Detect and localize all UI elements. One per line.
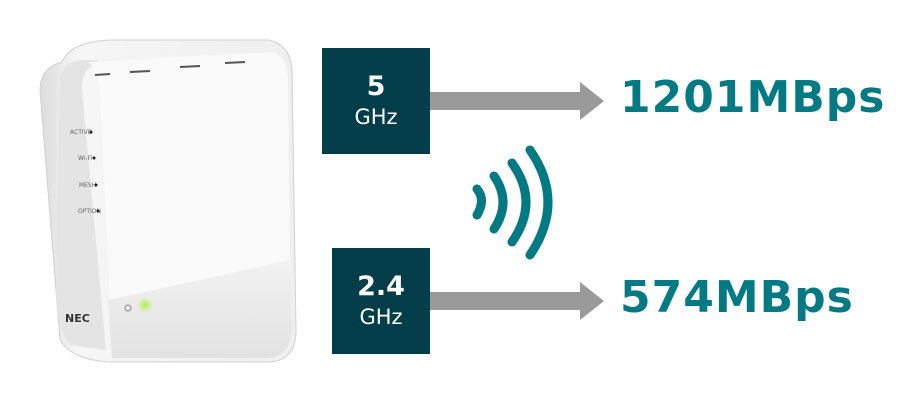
band-frequency: 2.4 <box>357 271 405 302</box>
indicator-option: OPTION <box>78 208 101 215</box>
speed-2-4ghz: 574MBps <box>620 272 854 323</box>
indicator-wifi: Wi-Fi <box>78 155 93 162</box>
band-unit: GHz <box>359 305 403 329</box>
brand-logo: NEC <box>65 312 90 325</box>
band-2-4ghz-box: 2.4 GHz <box>332 248 430 354</box>
band-frequency: 5 <box>366 71 386 102</box>
power-led <box>137 297 153 313</box>
band-5ghz-box: 5 GHz <box>322 48 430 154</box>
arrow-right-icon <box>430 282 604 320</box>
band-unit: GHz <box>354 105 398 129</box>
wifi-waves-icon <box>472 145 553 260</box>
power-icon <box>124 304 132 312</box>
indicator-mesh: MESH <box>79 182 96 189</box>
arrow-right-icon <box>430 82 604 120</box>
router-image: ACTIVE Wi-Fi MESH OPTION NEC <box>39 39 297 363</box>
speed-5ghz: 1201MBps <box>620 72 886 123</box>
indicator-active: ACTIVE <box>70 129 92 136</box>
